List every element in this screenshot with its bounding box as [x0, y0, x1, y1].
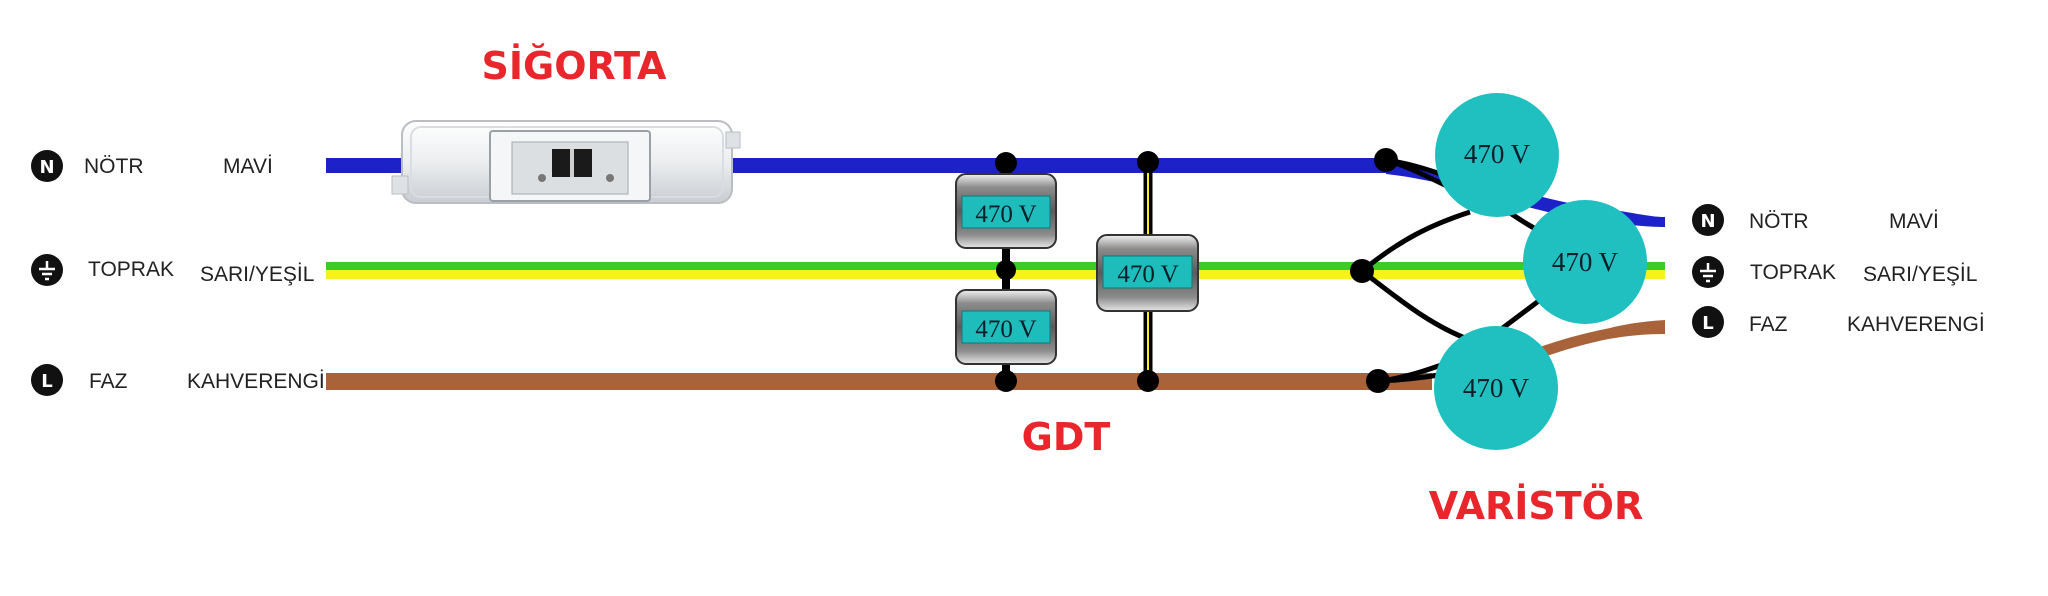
right-earth-color: SARI/YEŞİL [1863, 263, 1977, 286]
left-neutral-symbol-letter: N [39, 157, 54, 178]
right-earth-icon [1692, 256, 1724, 288]
fuse-component [391, 120, 741, 204]
left-neutral-symbol: N [31, 150, 63, 182]
fuse-title: SİĞORTA [482, 44, 668, 88]
right-neutral-symbol: N [1692, 204, 1724, 236]
gdt-right: 470 V [1096, 234, 1199, 312]
varistor-right: 470 V [1523, 200, 1647, 324]
earth-wire [326, 262, 1665, 279]
varistor-top: 470 V [1435, 93, 1559, 217]
gdt-bottom-label: 470 V [975, 316, 1036, 343]
left-earth-icon [31, 254, 63, 286]
left-neutral-name: NÖTR [84, 155, 144, 178]
left-phase-symbol-letter: L [41, 371, 52, 392]
right-neutral-name: NÖTR [1749, 210, 1809, 233]
right-earth-name: TOPRAK [1750, 261, 1836, 284]
gdt-bottom: 470 V [955, 289, 1057, 365]
left-phase-name: FAZ [89, 370, 128, 393]
gdt-top: 470 V [955, 173, 1057, 249]
right-phase-symbol-letter: L [1702, 313, 1713, 334]
left-earth-color: SARI/YEŞİL [200, 263, 314, 286]
gdt-right-label: 470 V [1117, 261, 1178, 288]
gdt-title: GDT [1022, 415, 1111, 459]
left-earth-name: TOPRAK [88, 258, 174, 281]
varistor-title: VARİSTÖR [1429, 484, 1644, 528]
varistor-right-label: 470 V [1552, 247, 1619, 277]
varistor-bottom-label: 470 V [1463, 373, 1530, 403]
right-phase-symbol: L [1692, 306, 1724, 338]
varistor-earth-node [1350, 259, 1374, 283]
right-phase-name: FAZ [1749, 313, 1788, 336]
left-phase-color: KAHVERENGİ [187, 370, 325, 393]
gdt-top-label: 470 V [975, 201, 1036, 228]
right-neutral-color: MAVİ [1889, 210, 1939, 233]
right-phase-color: KAHVERENGİ [1847, 313, 1985, 336]
varistor-bottom: 470 V [1434, 326, 1558, 450]
left-neutral-color: MAVİ [223, 155, 273, 178]
varistor-top-label: 470 V [1464, 139, 1531, 169]
left-phase-symbol: L [31, 364, 63, 396]
varistor-neutral-node [1374, 148, 1398, 172]
varistor-phase-node [1366, 369, 1390, 393]
right-neutral-symbol-letter: N [1700, 211, 1715, 232]
